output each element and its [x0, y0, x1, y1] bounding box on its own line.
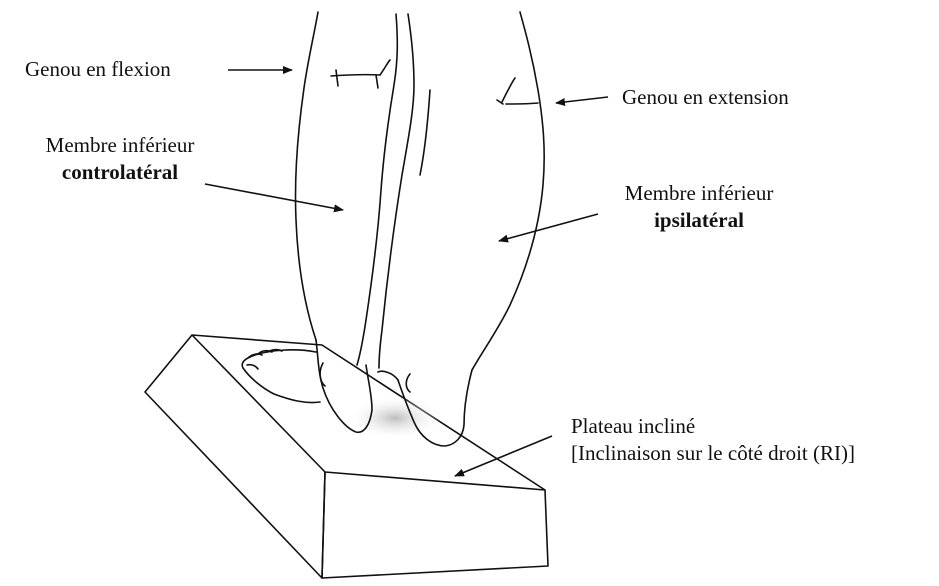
arrow-platform: [455, 436, 552, 476]
tilted-platform: [145, 335, 548, 578]
label-platform-line1: Plateau incliné: [571, 413, 855, 440]
foot-shadow: [347, 396, 443, 440]
label-platform: Plateau incliné [Inclinaison sur le côté…: [571, 413, 855, 467]
platform-left-face: [145, 335, 325, 578]
contralateral-leg: [242, 12, 397, 432]
label-ipsilateral-line2: ipsilatéral: [595, 207, 803, 234]
label-contralateral-line1: Membre inférieur: [14, 132, 226, 159]
label-ipsilateral: Membre inférieur ipsilatéral: [595, 180, 803, 234]
arrow-knee-extension: [556, 97, 608, 103]
label-contralateral: Membre inférieur controlatéral: [14, 132, 226, 186]
label-knee-flexion: Genou en flexion: [25, 56, 171, 83]
label-ipsilateral-line1: Membre inférieur: [595, 180, 803, 207]
label-platform-line2: [Inclinaison sur le côté droit (RI)]: [571, 440, 855, 467]
arrow-contralateral: [205, 184, 343, 210]
label-knee-extension: Genou en extension: [622, 84, 789, 111]
arrow-ipsilateral: [499, 214, 598, 241]
label-contralateral-line2: controlatéral: [14, 159, 226, 186]
ipsilateral-leg: [378, 12, 544, 446]
